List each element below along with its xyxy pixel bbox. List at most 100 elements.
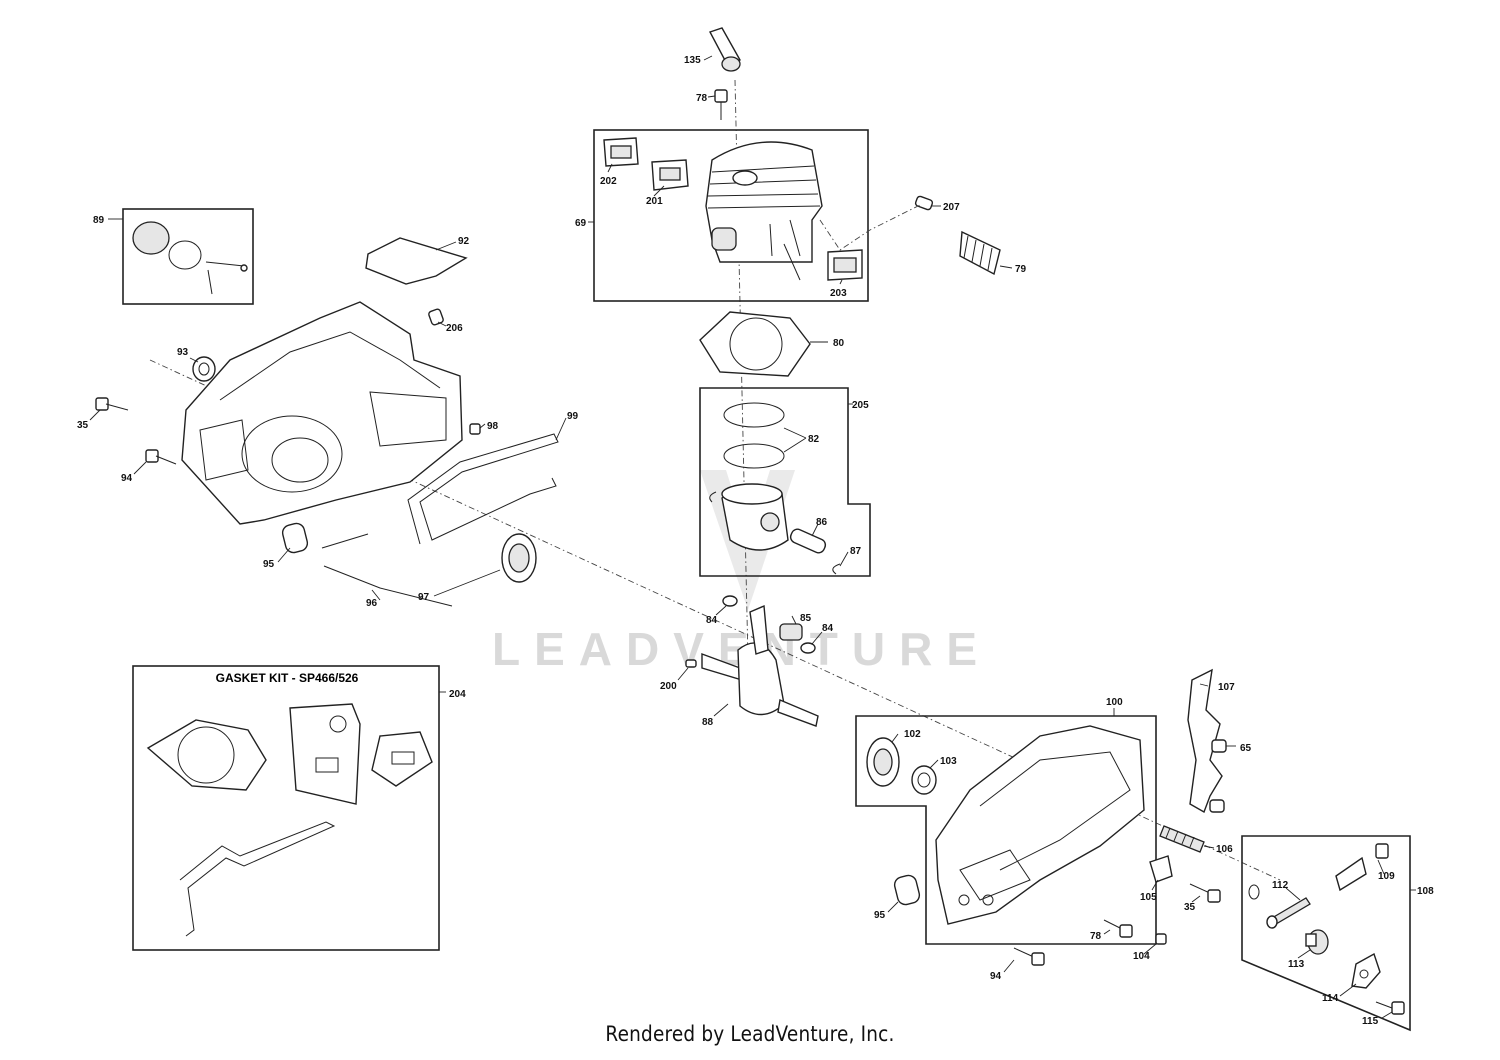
callout-105[interactable]: 105: [1140, 892, 1157, 903]
screw-78-top[interactable]: [714, 89, 728, 120]
cylinder-part[interactable]: [705, 141, 823, 263]
bolt-35-right[interactable]: [1189, 883, 1221, 903]
callout-92[interactable]: 92: [458, 236, 470, 247]
bolt-78-right[interactable]: [1103, 919, 1133, 938]
cylinder-gasket-201[interactable]: [651, 159, 689, 191]
callout-200[interactable]: 200: [660, 681, 677, 692]
callout-95-left[interactable]: 95: [263, 559, 275, 570]
washer-84-right[interactable]: [800, 642, 816, 654]
callout-207[interactable]: 207: [943, 202, 960, 213]
spring-79[interactable]: [959, 230, 1001, 276]
bolt-94-right[interactable]: [1013, 947, 1045, 966]
callout-79[interactable]: 79: [1015, 264, 1027, 275]
left-crankcase[interactable]: [181, 301, 463, 525]
callout-100[interactable]: 100: [1106, 697, 1123, 708]
washer-84-left[interactable]: [722, 595, 738, 607]
wire-96[interactable]: [321, 533, 453, 607]
callout-93[interactable]: 93: [177, 347, 189, 358]
base-gasket-80[interactable]: [699, 311, 811, 377]
callout-104[interactable]: 104: [1133, 951, 1150, 962]
piston-pin-86[interactable]: [789, 527, 828, 554]
callout-109[interactable]: 109: [1378, 871, 1395, 882]
kit-crankcase-gasket[interactable]: [179, 821, 336, 937]
fuel-cap-89[interactable]: [132, 221, 248, 295]
callout-94-left[interactable]: 94: [121, 473, 133, 484]
crankcase-gasket-99[interactable]: [407, 433, 559, 545]
bearing-85[interactable]: [779, 623, 803, 641]
callout-35-right[interactable]: 35: [1184, 902, 1196, 913]
bearing-97[interactable]: [501, 533, 537, 583]
piston-ring-82[interactable]: [723, 402, 785, 469]
cylinder-gasket-202[interactable]: [603, 137, 639, 167]
key-200[interactable]: [685, 659, 697, 668]
washer-112[interactable]: [1248, 884, 1260, 900]
intake-plate-203[interactable]: [827, 249, 863, 281]
callout-202[interactable]: 202: [600, 176, 617, 187]
callout-108[interactable]: 108: [1417, 886, 1434, 897]
circlip-left[interactable]: [709, 491, 717, 503]
callout-95-right[interactable]: 95: [874, 910, 886, 921]
callout-84-right[interactable]: 84: [822, 623, 834, 634]
pin-104[interactable]: [1155, 933, 1167, 945]
piston-part[interactable]: [721, 483, 789, 551]
plug-207[interactable]: [914, 195, 934, 211]
callout-103[interactable]: 103: [940, 756, 957, 767]
callout-135[interactable]: 135: [684, 55, 701, 66]
kit-muffler-gasket[interactable]: [289, 703, 361, 805]
gear-113[interactable]: [1305, 929, 1329, 955]
callout-69[interactable]: 69: [575, 218, 587, 229]
callout-106[interactable]: 106: [1216, 844, 1233, 855]
screw-65[interactable]: [1209, 739, 1227, 813]
bearing-102[interactable]: [866, 737, 900, 787]
tensioner-screw-112[interactable]: [1266, 897, 1311, 929]
gasket-92[interactable]: [365, 237, 468, 285]
kit-cylinder-gasket[interactable]: [146, 719, 267, 791]
callout-114[interactable]: 114: [1322, 993, 1339, 1004]
callout-201[interactable]: 201: [646, 196, 663, 207]
stud-106[interactable]: [1159, 825, 1205, 853]
callout-78-right[interactable]: 78: [1090, 931, 1102, 942]
pin-206[interactable]: [428, 308, 444, 326]
callout-80[interactable]: 80: [833, 338, 845, 349]
callout-85[interactable]: 85: [800, 613, 812, 624]
callout-203[interactable]: 203: [830, 288, 847, 299]
callout-115[interactable]: 115: [1362, 1016, 1379, 1027]
callout-102[interactable]: 102: [904, 729, 921, 740]
cover-114[interactable]: [1351, 952, 1381, 989]
crankshaft-88[interactable]: [701, 604, 819, 727]
callout-35-left[interactable]: 35: [77, 420, 89, 431]
callout-87[interactable]: 87: [850, 546, 862, 557]
screw-in-box[interactable]: [783, 243, 801, 281]
callout-99[interactable]: 99: [567, 411, 579, 422]
seal-93[interactable]: [192, 356, 216, 382]
callout-206[interactable]: 206: [446, 323, 463, 334]
callout-86[interactable]: 86: [816, 517, 828, 528]
seal-103[interactable]: [911, 765, 937, 795]
screw-115[interactable]: [1375, 1001, 1405, 1015]
sleeve-95-left[interactable]: [281, 522, 309, 554]
bolt-94-left[interactable]: [145, 449, 177, 465]
callout-113[interactable]: 113: [1288, 959, 1305, 970]
callout-204[interactable]: 204: [449, 689, 466, 700]
circlip-87[interactable]: [832, 563, 841, 575]
sleeve-95-right[interactable]: [893, 874, 921, 906]
tensioner-plate-109[interactable]: [1335, 843, 1389, 892]
callout-205[interactable]: 205: [852, 400, 869, 411]
right-crankcase[interactable]: [935, 725, 1145, 925]
kit-exhaust-gasket[interactable]: [371, 731, 433, 787]
callout-96[interactable]: 96: [366, 598, 378, 609]
bolt-35-left[interactable]: [95, 397, 129, 411]
callout-89[interactable]: 89: [93, 215, 105, 226]
callout-65[interactable]: 65: [1240, 743, 1252, 754]
callout-107[interactable]: 107: [1218, 682, 1235, 693]
pin-98[interactable]: [469, 423, 481, 435]
bumper-spike-107[interactable]: [1187, 668, 1223, 814]
decompression-valve-135[interactable]: [708, 27, 741, 72]
callout-97[interactable]: 97: [418, 592, 430, 603]
callout-84-left[interactable]: 84: [706, 615, 718, 626]
callout-82[interactable]: 82: [808, 434, 820, 445]
clip-105[interactable]: [1149, 855, 1173, 883]
callout-112[interactable]: 112: [1272, 880, 1289, 891]
callout-88[interactable]: 88: [702, 717, 714, 728]
callout-94-right[interactable]: 94: [990, 971, 1002, 982]
